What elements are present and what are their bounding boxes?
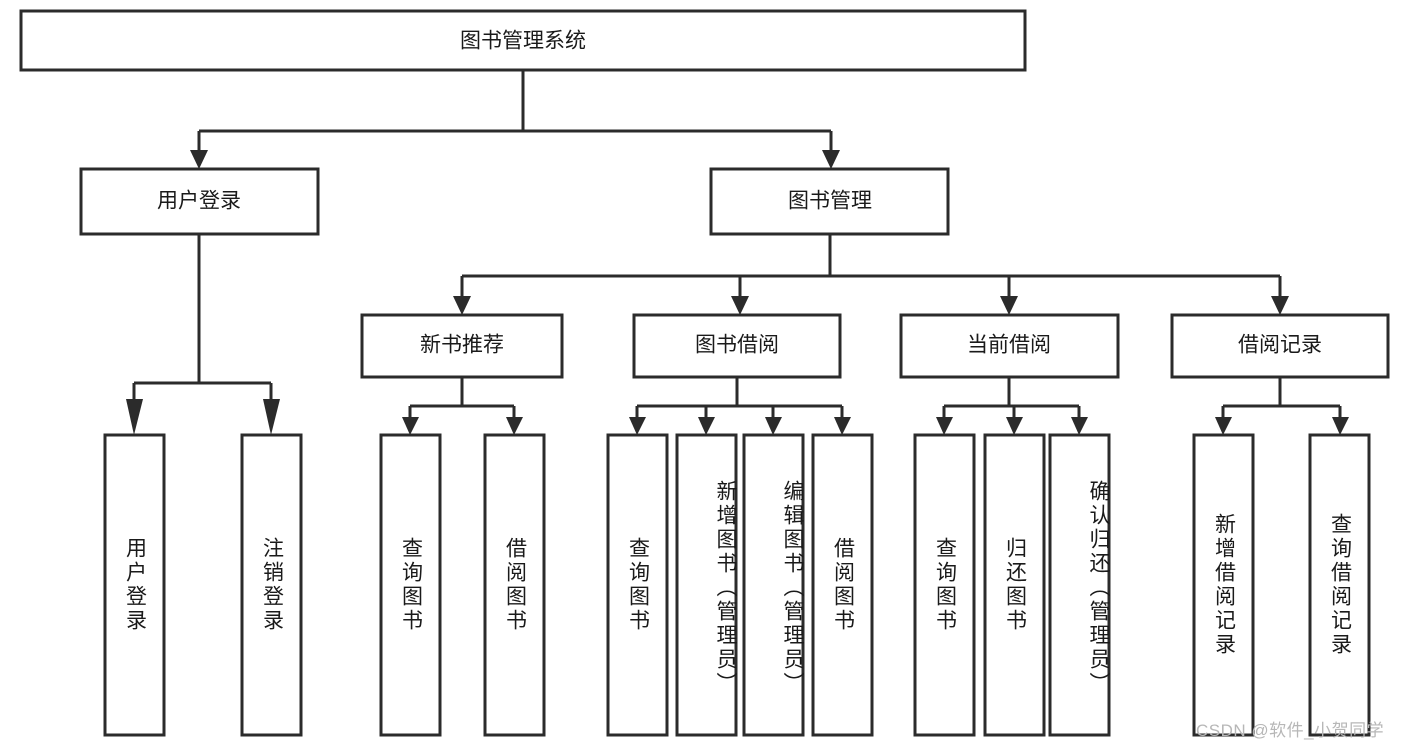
arrowhead-bb-leaf4 [834, 417, 851, 435]
node-user-login-label: 用户登录 [157, 190, 241, 213]
leaf-box-bb-borrow-book[interactable] [811, 433, 874, 737]
node-borrow-record-label: 借阅记录 [1238, 334, 1322, 357]
arrowhead-bb-leaf3 [765, 417, 782, 435]
arrowhead-new-book [453, 296, 471, 315]
node-current-borrow-box[interactable] [899, 313, 1120, 379]
arrowhead-nb-leaf1 [402, 417, 419, 435]
leaf-box-cb-confirm-return[interactable] [1048, 433, 1111, 737]
leaf-box-bb-edit-book[interactable] [742, 433, 805, 737]
node-current-borrow-label: 当前借阅 [967, 334, 1051, 357]
arrowhead-cb-leaf2 [1006, 417, 1023, 435]
leaf-box-cb-query-book[interactable] [913, 433, 976, 737]
arrowhead-book-manage [822, 150, 840, 169]
node-book-manage-box[interactable] [709, 167, 950, 236]
node-book-borrow-label: 图书借阅 [695, 334, 779, 357]
node-book-borrow-box[interactable] [632, 313, 842, 379]
leaf-box-nb-borrow-book[interactable] [483, 433, 546, 737]
arrowhead-current-borrow [1000, 296, 1018, 315]
node-root-label: 图书管理系统 [460, 30, 586, 53]
leaf-box-br-add-record[interactable] [1192, 433, 1255, 737]
arrowhead-br-leaf2 [1332, 417, 1349, 435]
leaf-box-nb-query-book[interactable] [379, 433, 442, 737]
leaf-box-br-query-record[interactable] [1308, 433, 1371, 737]
csdn-watermark: CSDN @软件_小贺同学 [1196, 721, 1385, 740]
arrowhead-book-borrow [731, 296, 749, 315]
node-book-manage-label: 图书管理 [788, 190, 872, 213]
node-root-box[interactable] [19, 9, 1027, 72]
node-new-book-box[interactable] [360, 313, 564, 379]
arrowhead-borrow-record [1271, 296, 1289, 315]
arrowhead-bb-leaf2 [698, 417, 715, 435]
arrowhead-leaf-user-login [126, 399, 143, 435]
arrowhead-user-login [190, 150, 208, 169]
arrowhead-leaf-logout [263, 399, 280, 435]
leaf-box-user-login[interactable] [103, 433, 166, 737]
arrowhead-cb-leaf1 [936, 417, 953, 435]
leaf-box-cb-return-book[interactable] [983, 433, 1046, 737]
node-new-book-label: 新书推荐 [420, 334, 504, 357]
leaf-box-bb-add-book[interactable] [675, 433, 738, 737]
arrowhead-nb-leaf2 [506, 417, 523, 435]
arrowhead-br-leaf1 [1215, 417, 1232, 435]
node-borrow-record-box[interactable] [1170, 313, 1390, 379]
leaf-box-bb-query-book[interactable] [606, 433, 669, 737]
arrowhead-bb-leaf1 [629, 417, 646, 435]
leaf-box-logout[interactable] [240, 433, 303, 737]
arrowhead-cb-leaf3 [1071, 417, 1088, 435]
